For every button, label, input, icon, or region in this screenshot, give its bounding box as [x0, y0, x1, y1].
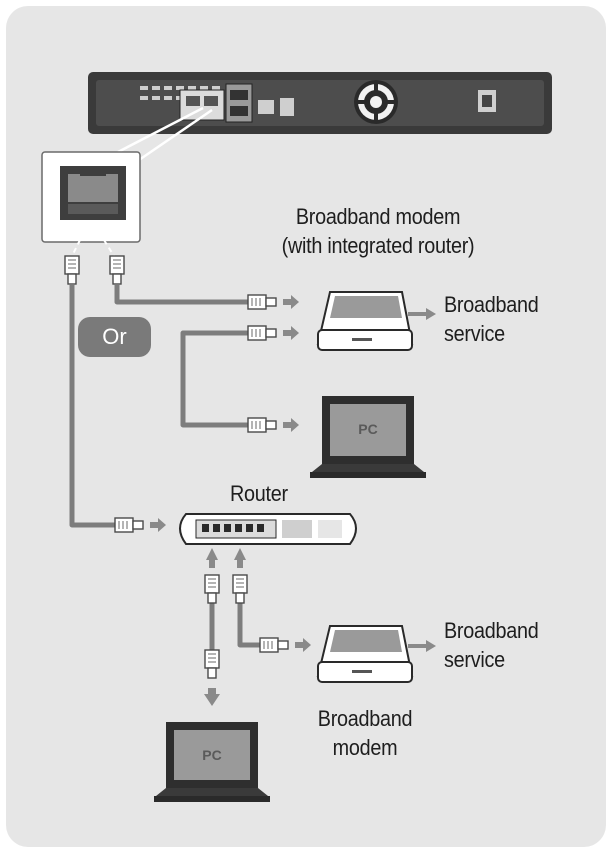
modem-label: Broadband modem [302, 704, 428, 762]
plug-callout-left [64, 255, 80, 285]
service-label-bottom-line2: service [444, 647, 505, 672]
or-badge: Or [78, 317, 151, 357]
service-label-top: Broadband service [444, 290, 539, 348]
modem-router-label-line1: Broadband modem [295, 204, 461, 229]
lan-port-callout [41, 151, 141, 243]
service-label-bottom: Broadband service [444, 616, 539, 674]
service-label-top-line2: service [444, 321, 505, 346]
arrows [150, 295, 436, 706]
modem-router-label-line2: (with integrated router) [281, 233, 475, 258]
laptop-pc-top: PC [310, 396, 426, 478]
pc-label-bottom: PC [202, 747, 221, 763]
modem-label-line2: modem [332, 735, 398, 760]
modem-with-router [316, 291, 414, 351]
modem-router-label: Broadband modem (with integrated router) [243, 202, 513, 260]
ethernet-cables [69, 285, 260, 678]
plug-callout-right [109, 255, 125, 285]
home-theater-rear-panel [88, 72, 552, 134]
pc-label-top: PC [358, 421, 377, 437]
service-label-top-line1: Broadband [444, 292, 539, 317]
service-label-bottom-line1: Broadband [444, 618, 539, 643]
laptop-pc-bottom: PC [154, 722, 270, 802]
diagram-panel [6, 6, 606, 847]
broadband-modem-bottom [316, 625, 414, 683]
modem-label-line1: Broadband [317, 706, 413, 731]
router-label: Router [230, 481, 288, 506]
router-device [179, 513, 357, 545]
